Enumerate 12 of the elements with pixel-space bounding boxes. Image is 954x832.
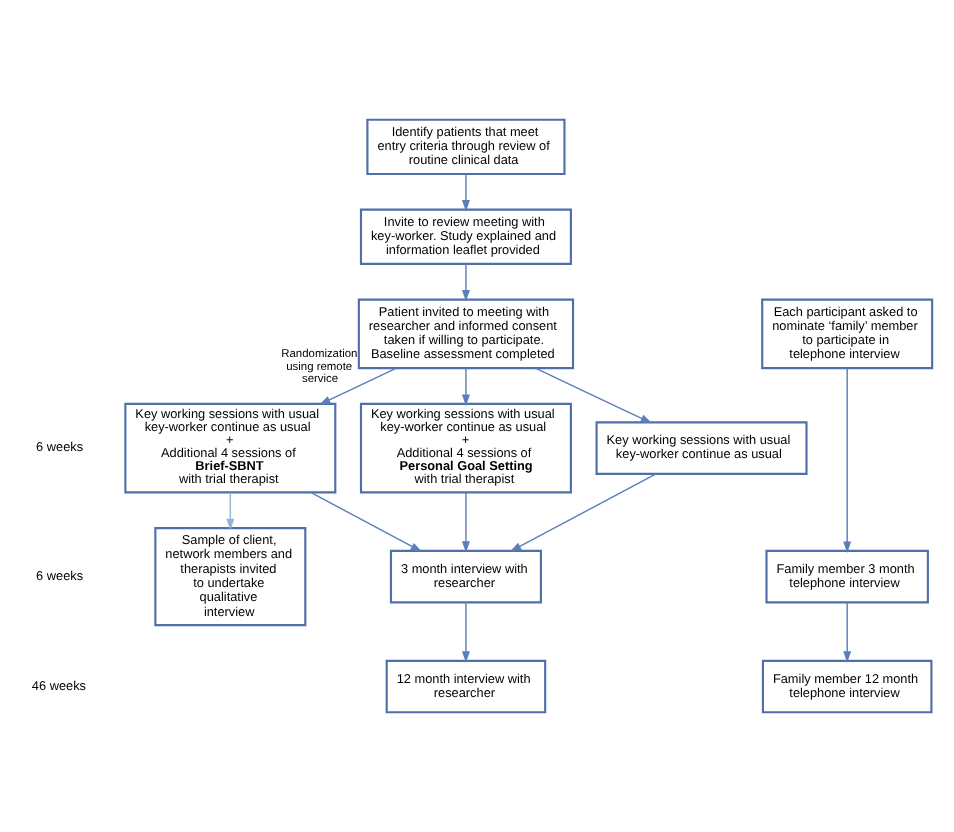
arrow [843, 601, 852, 663]
arrow [461, 173, 470, 212]
arrow [461, 601, 470, 663]
arrow [535, 367, 653, 424]
arrow [461, 368, 470, 406]
arrow [461, 263, 470, 302]
arrow [310, 491, 423, 552]
arrow [509, 473, 657, 552]
arrow [461, 492, 470, 553]
arrow [226, 492, 235, 531]
arrow [843, 367, 852, 553]
arrow [319, 367, 397, 405]
